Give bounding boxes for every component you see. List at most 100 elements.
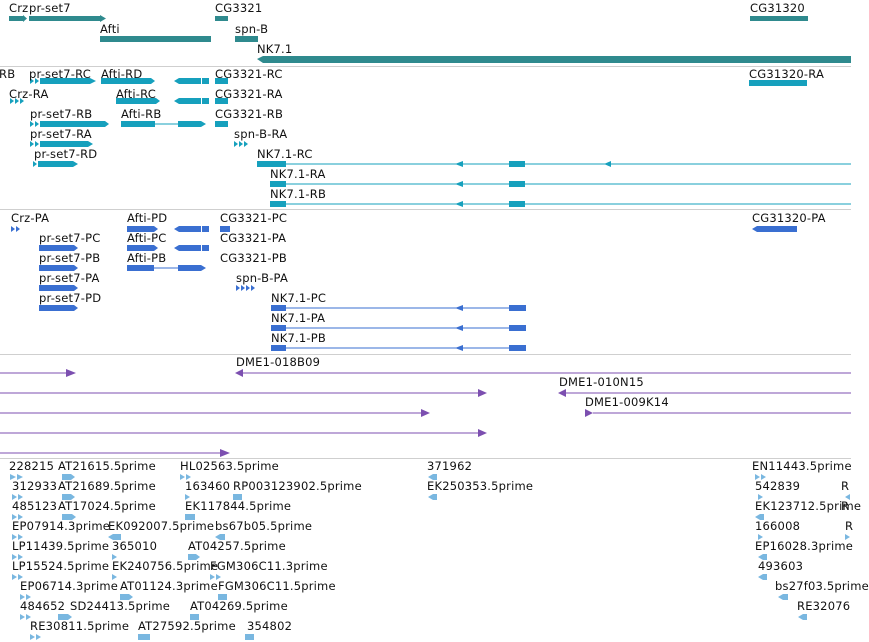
protein-label[interactable]: NK7.1-PA bbox=[271, 311, 326, 325]
est-label[interactable]: bs67b05.5prime bbox=[215, 519, 313, 533]
protein-label[interactable]: pr-set7-PC bbox=[39, 231, 101, 245]
est-label[interactable]: R bbox=[845, 519, 854, 533]
est-label[interactable]: 163460 bbox=[185, 479, 231, 493]
gene-label[interactable]: NK7.1 bbox=[257, 42, 293, 56]
transcript-label[interactable]: CG31320-RA bbox=[749, 67, 825, 81]
clone-label[interactable]: DME1-018B09 bbox=[236, 355, 321, 369]
est-label[interactable]: LP11439.5prime bbox=[12, 539, 110, 553]
est-label[interactable]: AT27592.5prime bbox=[138, 619, 236, 633]
transcript-label[interactable]: NK7.1-RA bbox=[270, 167, 326, 181]
transcript-label[interactable]: CG3321-RB bbox=[215, 107, 284, 121]
est-label[interactable]: SD24413.5prime bbox=[70, 599, 171, 613]
protein-label[interactable]: Afti-PC bbox=[127, 231, 167, 245]
protein-label[interactable]: CG31320-PA bbox=[752, 211, 826, 225]
est-label[interactable]: EP07914.3prime bbox=[12, 519, 111, 533]
est-label[interactable]: 371962 bbox=[427, 459, 473, 473]
est-label[interactable]: AT21689.5prime bbox=[58, 479, 156, 493]
track-separator bbox=[0, 66, 851, 67]
est-label[interactable]: 354802 bbox=[247, 619, 293, 633]
gene-afti-glyph[interactable] bbox=[100, 36, 211, 42]
gene-nk71-glyph[interactable] bbox=[263, 57, 851, 63]
transcript-label[interactable]: Afti-RD bbox=[101, 67, 143, 81]
transcript-label[interactable]: spn-B-RA bbox=[234, 127, 288, 141]
est-label[interactable]: 542839 bbox=[755, 479, 801, 493]
gene-cg31320-glyph[interactable] bbox=[750, 16, 808, 21]
transcript-label[interactable]: Afti-RC bbox=[116, 87, 157, 101]
protein-track: Crz-PA Afti-PD CG3321-PC CG31320-PA pr-s… bbox=[0, 210, 851, 353]
est-label[interactable]: EP16028.3prime bbox=[755, 539, 854, 553]
est-label[interactable]: EN11443.5prime bbox=[752, 459, 852, 473]
protein-glyphs bbox=[11, 226, 797, 351]
est-label[interactable]: RE30811.5prime bbox=[30, 619, 130, 633]
est-label[interactable]: R bbox=[841, 499, 850, 513]
transcript-track: RB pr-set7-RC Afti-RD CG3321-RC CG31320-… bbox=[0, 67, 851, 209]
transcript-label[interactable]: pr-set7-RD bbox=[34, 147, 98, 161]
transcript-label[interactable]: pr-set7-RA bbox=[30, 127, 92, 141]
est-label[interactable]: HL02563.5prime bbox=[180, 459, 279, 473]
est-label[interactable]: 365010 bbox=[112, 539, 158, 553]
est-label[interactable]: EK240756.5prime bbox=[112, 559, 219, 573]
clone-glyphs bbox=[0, 369, 851, 457]
protein-label[interactable]: CG3321-PB bbox=[220, 251, 287, 265]
gene-cg3321-glyph[interactable] bbox=[215, 16, 228, 21]
protein-label[interactable]: CG3321-PA bbox=[220, 231, 287, 245]
est-label[interactable]: RE32076 bbox=[797, 599, 851, 613]
est-label[interactable]: AT17024.5prime bbox=[58, 499, 156, 513]
protein-label[interactable]: pr-set7-PA bbox=[39, 271, 100, 285]
est-label[interactable]: AT21615.5prime bbox=[58, 459, 156, 473]
clone-label[interactable]: DME1-010N15 bbox=[559, 375, 644, 389]
est-label[interactable]: LP15524.5prime bbox=[12, 559, 110, 573]
est-label[interactable]: EK117844.5prime bbox=[185, 499, 292, 513]
protein-label[interactable]: Afti-PD bbox=[127, 211, 168, 225]
transcript-label[interactable]: Afti-RB bbox=[121, 107, 162, 121]
clone-label[interactable]: DME1-009K14 bbox=[585, 395, 669, 409]
est-label[interactable]: R bbox=[841, 479, 850, 493]
gene-label[interactable]: Crz bbox=[9, 1, 29, 15]
est-track: 228215 AT21615.5prime HL02563.5prime 371… bbox=[0, 459, 869, 642]
est-label[interactable]: AT04257.5prime bbox=[188, 539, 286, 553]
protein-label[interactable]: Crz-PA bbox=[11, 211, 50, 225]
gene-label[interactable]: CG31320 bbox=[750, 1, 805, 15]
transcript-label[interactable]: pr-set7-RB bbox=[30, 107, 93, 121]
est-label[interactable]: 228215 bbox=[9, 459, 55, 473]
est-label[interactable]: AT04269.5prime bbox=[190, 599, 288, 613]
est-label[interactable]: 485123 bbox=[12, 499, 58, 513]
gene-label[interactable]: Afti bbox=[100, 22, 120, 36]
protein-label[interactable]: pr-set7-PB bbox=[39, 251, 101, 265]
transcript-label[interactable]: NK7.1-RC bbox=[257, 147, 313, 161]
est-label[interactable]: 484652 bbox=[20, 599, 66, 613]
protein-label[interactable]: NK7.1-PC bbox=[271, 291, 327, 305]
est-label[interactable]: EK250353.5prime bbox=[427, 479, 534, 493]
est-label[interactable]: EK123712.5prime bbox=[755, 499, 862, 513]
gene-crz-glyph[interactable] bbox=[9, 16, 23, 21]
transcript-label[interactable]: RB bbox=[0, 67, 16, 81]
protein-label[interactable]: CG3321-PC bbox=[220, 211, 288, 225]
gene-glyphs bbox=[9, 15, 851, 63]
transcript-label[interactable]: Crz-RA bbox=[9, 87, 49, 101]
est-label[interactable]: 166008 bbox=[755, 519, 801, 533]
est-label[interactable]: EP06714.3prime bbox=[20, 579, 119, 593]
est-label[interactable]: RP003123902.5prime bbox=[233, 479, 362, 493]
est-label[interactable]: 312933 bbox=[12, 479, 58, 493]
gene-label[interactable]: spn-B bbox=[235, 22, 269, 36]
est-label[interactable]: EK092007.5prime bbox=[108, 519, 215, 533]
transcript-label[interactable]: pr-set7-RC bbox=[29, 67, 91, 81]
gene-pr-set7-glyph[interactable] bbox=[29, 16, 100, 21]
transcript-label[interactable]: CG3321-RA bbox=[215, 87, 283, 101]
transcript-label[interactable]: NK7.1-RB bbox=[270, 187, 327, 201]
est-label[interactable]: AT01124.3prime bbox=[120, 579, 218, 593]
est-label[interactable]: FGM306C11.5prime bbox=[218, 579, 336, 593]
est-label[interactable]: 493603 bbox=[758, 559, 804, 573]
transcript-label[interactable]: CG3321-RC bbox=[215, 67, 283, 81]
gene-spn-b-glyph[interactable] bbox=[235, 36, 258, 42]
est-label[interactable]: FGM306C11.3prime bbox=[210, 559, 328, 573]
est-label[interactable]: bs27f03.5prime bbox=[775, 579, 869, 593]
protein-label[interactable]: Afti-PB bbox=[127, 251, 167, 265]
protein-label[interactable]: NK7.1-PB bbox=[271, 331, 327, 345]
protein-label[interactable]: spn-B-PA bbox=[236, 271, 289, 285]
gene-label[interactable]: CG3321 bbox=[215, 1, 263, 15]
gene-label[interactable]: pr-set7 bbox=[29, 1, 71, 15]
protein-label[interactable]: pr-set7-PD bbox=[39, 291, 102, 305]
transcript-glyphs bbox=[10, 78, 851, 207]
track-separator bbox=[0, 354, 851, 355]
